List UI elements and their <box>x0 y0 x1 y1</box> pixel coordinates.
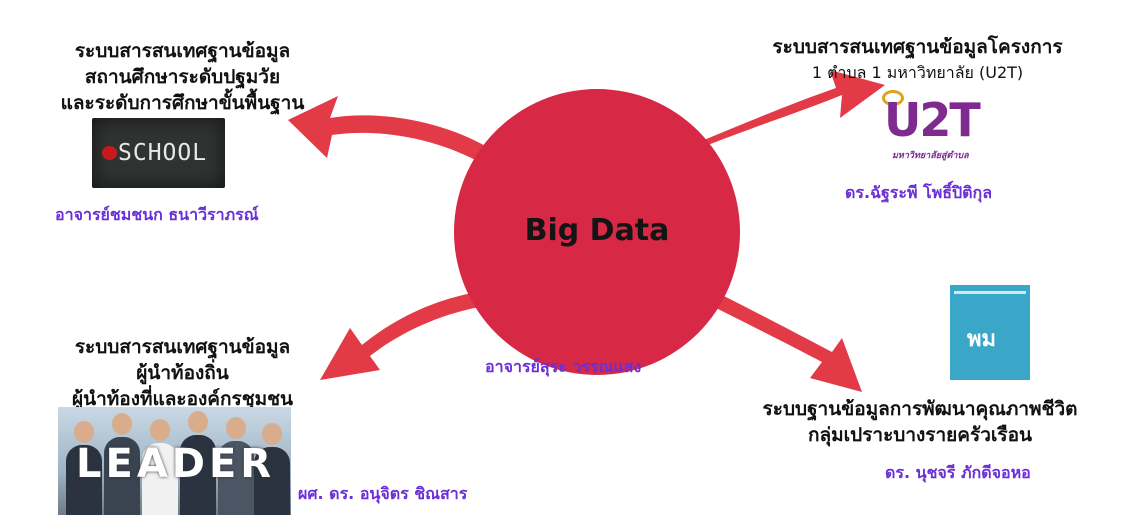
top-left-person: อาจารย์ชมชนก ธนาวีราภรณ์ <box>55 205 259 224</box>
booklet-image-text: พม <box>967 327 997 352</box>
center-label: Big Data <box>524 213 670 248</box>
leader-image-text: LEADER <box>76 441 276 487</box>
arrow-bottom-right <box>700 288 862 392</box>
school-image: SCHOOL <box>92 118 225 188</box>
apple-icon <box>102 146 117 160</box>
arrow-bottom-left <box>320 292 485 380</box>
bottom-left-title: ระบบสารสนเทศฐานข้อมูล ผู้นำท้องถิ่น ผู้น… <box>20 334 345 412</box>
u2t-logo-sub: มหาวิทยาลัยสู่ตำบล <box>892 151 969 161</box>
top-left-title-line1: ระบบสารสนเทศฐานข้อมูล <box>74 40 291 62</box>
top-right-title: ระบบสารสนเทศฐานข้อมูลโครงการ 1 ตำบล 1 มห… <box>725 34 1110 86</box>
arrow-top-left <box>288 96 505 168</box>
school-image-text: SCHOOL <box>118 140 208 166</box>
u2t-logo: U2T มหาวิทยาลัยสู่ตำบล <box>880 88 990 161</box>
top-right-title-line1: ระบบสารสนเทศฐานข้อมูลโครงการ <box>772 36 1063 58</box>
bottom-right-title-line2: กลุ่มเปราะบางรายครัวเรือน <box>807 424 1032 446</box>
leader-image: LEADER <box>58 407 291 515</box>
bottom-left-title-line3: ผู้นำท้องที่และองค์กรชุมชน <box>71 388 294 410</box>
top-left-title-line3: และระดับการศึกษาขั้นพื้นฐาน <box>60 92 305 114</box>
bottom-right-title: ระบบฐานข้อมูลการพัฒนาคุณภาพชีวิต กลุ่มเป… <box>725 396 1115 448</box>
arrow-top-right <box>680 70 885 152</box>
top-left-title-line2: สถานศึกษาระดับปฐมวัย <box>84 66 281 88</box>
center-circle <box>454 89 740 375</box>
bottom-right-person: ดร. นุชจรี ภักดีจอหอ <box>885 463 1031 482</box>
bottom-left-title-line1: ระบบสารสนเทศฐานข้อมูล <box>74 336 291 358</box>
center-presenter: อาจารย์สุระ วรรณแสง <box>485 357 642 376</box>
logo-mark-icon <box>882 90 904 106</box>
top-right-title-line2: 1 ตำบล 1 มหาวิทยาลัย (U2T) <box>811 63 1024 82</box>
booklet-image: พม <box>950 285 1030 380</box>
bottom-left-title-line2: ผู้นำท้องถิ่น <box>136 362 229 384</box>
top-left-title: ระบบสารสนเทศฐานข้อมูล สถานศึกษาระดับปฐมว… <box>20 38 345 116</box>
bottom-right-title-line1: ระบบฐานข้อมูลการพัฒนาคุณภาพชีวิต <box>762 398 1078 420</box>
bottom-left-person: ผศ. ดร. อนุจิตร ชิณสาร <box>298 484 468 503</box>
top-right-person: ดร.ฉัฐระพี โพธิ์ปิติกุล <box>845 183 993 202</box>
u2t-logo-text: U2T <box>884 93 981 147</box>
